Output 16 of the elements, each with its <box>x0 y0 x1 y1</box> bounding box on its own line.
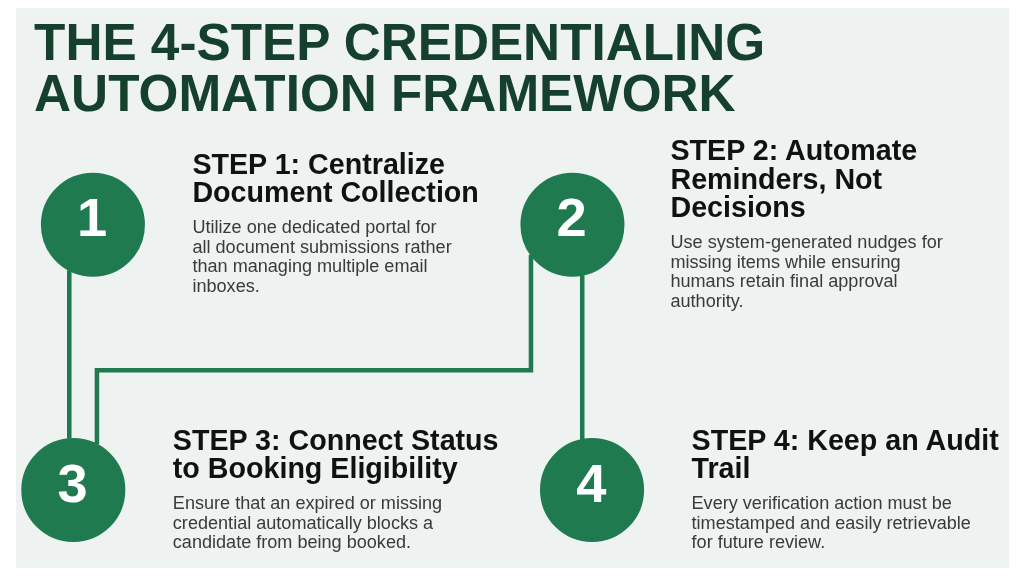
node-label: STEP 2: Automate Reminders, Not Decisions <box>669 134 917 224</box>
node-label: STEP 1: Centralize Document Collection <box>191 147 479 209</box>
node-circle: 4 <box>539 438 644 543</box>
node-label: Utilize one dedicated portal for all document submissions rather than managing multiple email inboxes. <box>191 217 452 296</box>
node-circle: 3 <box>20 438 125 543</box>
node-circle: 2 <box>519 172 624 277</box>
node-circle: 1 <box>40 172 145 277</box>
node-label: STEP 3: Connect Status to Booking Eligibility <box>172 423 499 485</box>
node-label: Use system-generated nudges for missing items while ensuring humans retain final approval authority. <box>669 232 943 311</box>
connector <box>579 275 584 440</box>
diagram-title: THE 4-STEP CREDENTIALING AUTOMATION FRAMEWORK <box>33 13 765 123</box>
node-label: STEP 4: Keep an Audit Trail <box>691 423 999 485</box>
node-label: Ensure that an expired or missing credential automatically blocks a candidate from being booked. <box>172 493 442 553</box>
connector <box>66 270 72 439</box>
node-label: Every verification action must be timestamped and easily retrievable for future review. <box>691 493 971 553</box>
connector <box>94 254 533 445</box>
